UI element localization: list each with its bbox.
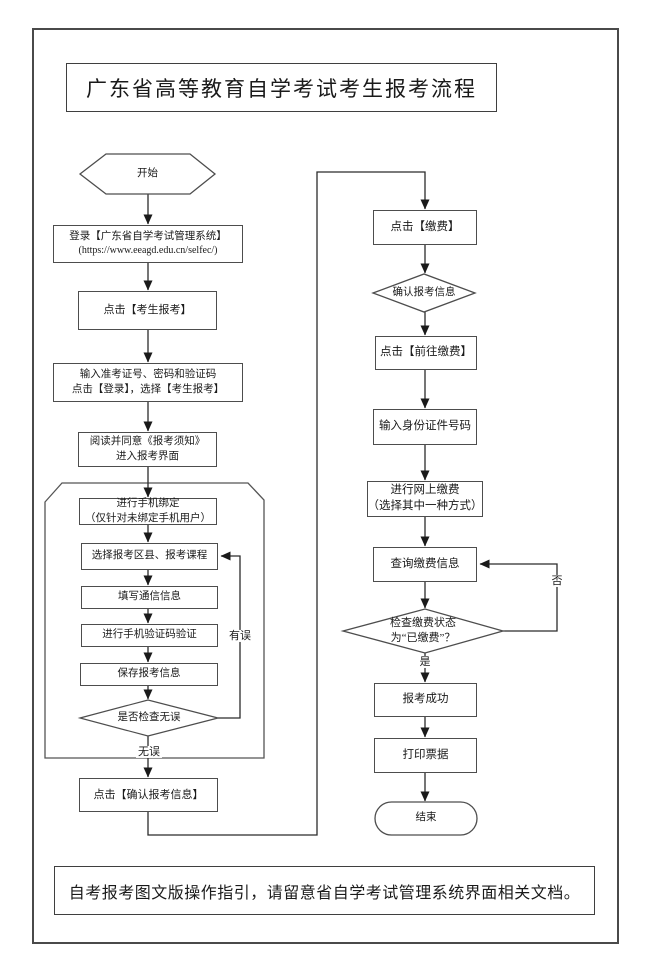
title-box: 广东省高等教育自学考试考生报考流程: [66, 63, 497, 112]
outer-frame: [32, 28, 619, 944]
process-click-candidate-register: 点击【考生报考】: [78, 291, 217, 330]
process-print-receipt: 打印票据: [374, 738, 477, 773]
check-paid-diamond: [340, 608, 506, 654]
process-query-payment-info: 查询缴费信息: [373, 547, 477, 582]
decision-confirm-info: 确认报考信息: [392, 286, 456, 298]
process-enter-id-number: 输入身份证件号码: [373, 409, 477, 445]
process-fill-contact-info: 填写通信信息: [81, 586, 218, 609]
process-click-pay: 点击【缴费】: [373, 210, 477, 245]
check-no-error-diamond: [77, 699, 219, 737]
process-online-payment: 进行网上缴费 （选择其中一种方式）: [367, 481, 483, 517]
process-enter-credentials: 输入准考证号、密码和验证码 点击【登录】，选择【考生报考】: [53, 363, 243, 402]
end-node-label: 结束: [415, 812, 437, 824]
start-hexagon: [78, 153, 217, 195]
process-confirm-register-info: 点击【确认报考信息】: [79, 778, 218, 812]
process-click-go-pay: 点击【前往缴费】: [375, 336, 477, 370]
flow-connectors: [143, 171, 558, 836]
footer-note-box: 自考报考图文版操作指引，请留意省自学考试管理系统界面相关文档。: [54, 866, 595, 915]
process-login-system: 登录【广东省自学考试管理系统】 (https://www.eeagd.edu.c…: [53, 225, 243, 263]
edge-label-has-error: 有误: [227, 629, 253, 643]
edge-label-yes: 是: [417, 655, 433, 669]
page-title: 广东省高等教育自学考试考生报考流程: [86, 76, 477, 101]
process-register-success: 报考成功: [374, 683, 477, 717]
decision-check-paid: 检查缴费状态 为“已缴费”？: [390, 617, 456, 644]
footer-note: 自考报考图文版操作指引，请留意省自学考试管理系统界面相关文档。: [68, 884, 581, 902]
confirm-info-diamond: [371, 273, 477, 313]
process-bind-phone: 进行手机绑定 （仅针对未绑定手机用户）: [79, 498, 217, 525]
start-node-label: 开始: [137, 167, 158, 179]
edge-label-no-error: 无误: [136, 745, 162, 759]
process-select-district-courses: 选择报考区县、报考课程: [81, 543, 218, 570]
edge-label-no: 否: [549, 574, 565, 588]
decision-check-no-error: 是否检查无误: [117, 711, 181, 723]
process-read-notice: 阅读并同意《报考须知》 进入报考界面: [78, 432, 217, 467]
end-stadium: [374, 801, 478, 836]
process-verify-sms-code: 进行手机验证码验证: [81, 624, 218, 647]
process-save-register-info: 保存报考信息: [80, 663, 218, 686]
